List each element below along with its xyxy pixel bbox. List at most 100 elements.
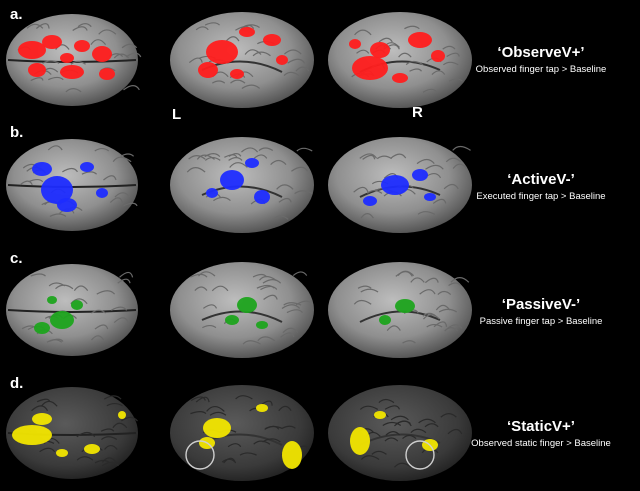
gyrus-line [378, 37, 393, 43]
brain-right-view-row-1 [328, 12, 472, 108]
gyrus-line [91, 309, 107, 314]
gyrus-line [103, 175, 117, 181]
gyrus-line [101, 461, 119, 467]
brain-left-view-row-3 [170, 262, 314, 358]
gyrus-line [425, 164, 444, 170]
activation-cluster [198, 62, 218, 78]
gyrus-line [294, 190, 313, 195]
gyrus-line [287, 58, 306, 64]
activation-cluster [245, 158, 259, 168]
gyrus-line [273, 215, 289, 220]
gyrus-line [195, 396, 210, 403]
gyrus-line [110, 306, 128, 311]
condition-title: ‘ObserveV+’ [497, 44, 585, 61]
gyrus-line [243, 24, 260, 28]
activation-cluster [34, 322, 50, 334]
gyrus-line [426, 323, 443, 328]
activation-cluster [118, 411, 126, 419]
condition-description: Observed finger tap > Baseline [475, 64, 607, 75]
activation-cluster [395, 299, 415, 313]
gyrus-line [35, 23, 50, 29]
activation-cluster [84, 444, 100, 454]
gyrus-line [70, 60, 86, 65]
gyrus-line [386, 325, 401, 331]
activation-cluster [374, 411, 386, 419]
activation-cluster [256, 321, 268, 329]
gyrus-line [262, 279, 282, 284]
gyrus-line [113, 317, 129, 324]
activation-cluster [408, 32, 432, 48]
activation-cluster [71, 300, 83, 310]
panel-b-letter: b. [10, 124, 24, 141]
gyrus-line [444, 327, 459, 332]
gyrus-line [90, 39, 107, 46]
gyrus-line [292, 271, 308, 277]
gyrus-line [286, 309, 303, 314]
gyrus-line [390, 415, 409, 421]
gyrus-line [94, 147, 110, 152]
condition-title: ‘PassiveV-’ [501, 296, 581, 313]
gyrus-line [402, 340, 416, 344]
gyrus-line [49, 213, 67, 217]
gyrus-line [48, 76, 64, 81]
gyrus-line [257, 336, 276, 342]
gyrus-line [371, 450, 387, 455]
activation-cluster [92, 46, 112, 62]
gyrus-line [396, 420, 411, 425]
condition-description: Observed static finger > Baseline [471, 438, 611, 449]
gyrus-line [423, 314, 440, 320]
brain-left-view-row-1 [170, 12, 314, 108]
left-hemisphere-label: L [172, 106, 182, 123]
gyrus-line [209, 411, 227, 416]
condition-static: ‘StaticV+’ Observed static finger > Base… [448, 418, 634, 450]
brain-surface [6, 139, 138, 231]
gyrus-line [202, 324, 217, 329]
gyrus-line [65, 88, 82, 93]
activation-cluster [237, 297, 257, 313]
gyrus-line [76, 456, 94, 461]
gyrus-line [227, 443, 242, 448]
gyrus-line [437, 290, 452, 296]
brain-right-view-row-2 [328, 137, 472, 233]
gyrus-line [224, 154, 238, 158]
gyrus-line [360, 288, 379, 293]
gyrus-line [296, 147, 313, 152]
activation-cluster [74, 40, 90, 52]
gyrus-line [252, 51, 271, 57]
gyrus-line [450, 277, 470, 283]
gyrus-line [253, 440, 271, 445]
gyrus-line [295, 300, 314, 306]
gyrus-line [241, 84, 261, 89]
activation-cluster [80, 162, 94, 172]
gyrus-line [203, 304, 218, 309]
gyrus-line [46, 339, 63, 343]
gyrus-line [419, 289, 436, 295]
gyrus-line [81, 171, 98, 175]
gyrus-line [101, 436, 118, 441]
gyrus-line [62, 167, 78, 173]
brain-right-view-row-3 [328, 262, 472, 358]
gyrus-line [385, 430, 401, 436]
gyrus-line [204, 153, 221, 158]
gyrus-line [206, 405, 225, 412]
gyrus-line [432, 198, 447, 204]
gyrus-line [422, 88, 438, 93]
gyrus-line [433, 321, 448, 328]
gyrus-line [353, 299, 372, 305]
gyrus-line [119, 271, 134, 278]
brain-left-view-row-4 [170, 385, 314, 481]
gyrus-line [239, 452, 257, 456]
panel-d-letter: d. [10, 375, 24, 392]
gyrus-line [448, 78, 463, 82]
gyrus-line [103, 395, 122, 400]
condition-active: ‘ActiveV-’ Executed finger tap > Baselin… [448, 171, 634, 203]
gyrus-line [263, 294, 278, 300]
brain-top-view-row-3 [6, 264, 138, 356]
activation-cluster [57, 198, 77, 212]
gyrus-line [229, 162, 248, 168]
gyrus-line [402, 434, 417, 440]
activation-cluster [220, 170, 244, 190]
gyrus-line [357, 285, 372, 289]
condition-title: ‘ActiveV-’ [507, 171, 575, 188]
